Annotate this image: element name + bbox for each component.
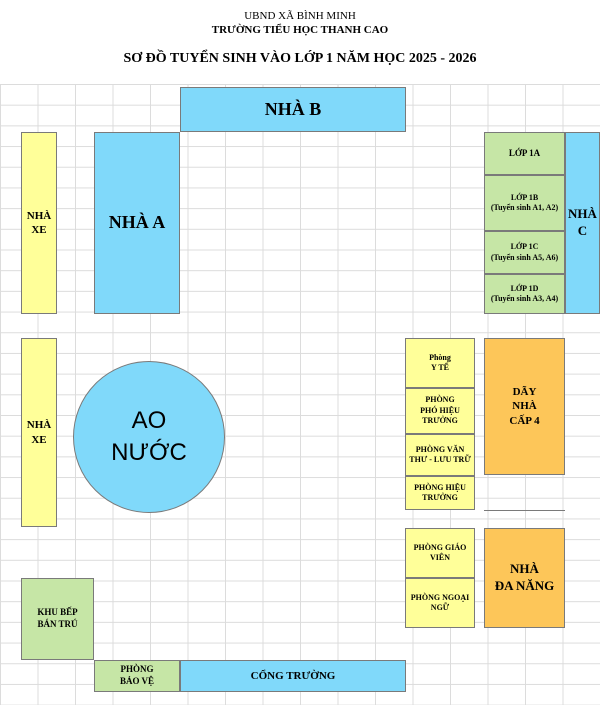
room-van-thu-label: PHÒNG VĂN THƯ - LƯU TRỮ	[409, 444, 471, 464]
room-ngoai-ngu: PHÒNG NGOẠI NGỮ	[405, 578, 475, 628]
classroom-lop-1d: LỚP 1D (Tuyển sinh A3, A4)	[484, 274, 565, 314]
building-nha-b-label: NHÀ B	[264, 98, 322, 119]
divider-line	[484, 510, 565, 511]
room-bao-ve-label: PHÒNG BẢO VỆ	[119, 664, 155, 686]
building-nha-xe-1: NHÀ XE	[21, 132, 57, 314]
pond-ao-nuoc: AO NƯỚC	[73, 361, 225, 513]
room-pho-hieu-truong: PHÒNG PHÓ HIỆU TRƯỞNG	[405, 388, 475, 434]
room-bao-ve: PHÒNG BẢO VỆ	[94, 660, 180, 692]
classroom-lop-1d-label: LỚP 1D (Tuyển sinh A3, A4)	[490, 283, 559, 303]
classroom-lop-1a: LỚP 1A	[484, 132, 565, 175]
building-day-nha-cap-4: DÃY NHÀ CẤP 4	[484, 338, 565, 475]
school-gate: CỔNG TRƯỜNG	[180, 660, 406, 692]
building-nha-b: NHÀ B	[180, 87, 406, 132]
building-nha-xe-1-label: NHÀ XE	[26, 209, 52, 236]
room-giao-vien: PHÒNG GIÁO VIÊN	[405, 528, 475, 578]
building-nha-c-label: NHÀ C	[568, 206, 597, 238]
building-nha-a-label: NHÀ A	[108, 212, 166, 233]
room-giao-vien-label: PHÒNG GIÁO VIÊN	[413, 542, 467, 562]
building-khu-bep-ban-tru-label: KHU BẾP BÁN TRÚ	[37, 607, 78, 629]
pond-ao-nuoc-label: AO NƯỚC	[111, 406, 187, 466]
page-title: SƠ ĐỒ TUYỂN SINH VÀO LỚP 1 NĂM HỌC 2025 …	[123, 51, 477, 66]
school-gate-label: CỔNG TRƯỜNG	[250, 669, 336, 682]
header-line-1: UBND XÃ BÌNH MINH	[244, 10, 356, 22]
room-hieu-truong-label: PHÒNG HIỆU TRƯỞNG	[414, 482, 466, 502]
building-nha-a: NHÀ A	[94, 132, 180, 314]
classroom-lop-1c-label: LỚP 1C (Tuyển sinh A5, A6)	[490, 242, 559, 262]
building-nha-da-nang: NHÀ ĐA NĂNG	[484, 528, 565, 628]
building-nha-da-nang-label: NHÀ ĐA NĂNG	[494, 561, 555, 593]
building-day-nha-cap-4-label: DÃY NHÀ CẤP 4	[509, 386, 540, 427]
room-pho-hieu-truong-label: PHÒNG PHÓ HIỆU TRƯỞNG	[420, 395, 460, 426]
building-nha-c: NHÀ C	[565, 132, 600, 314]
classroom-lop-1c: LỚP 1C (Tuyển sinh A5, A6)	[484, 231, 565, 274]
room-y-te: Phòng Y TẾ	[405, 338, 475, 388]
building-khu-bep-ban-tru: KHU BẾP BÁN TRÚ	[21, 578, 94, 660]
building-nha-xe-2-label: NHÀ XE	[26, 419, 52, 446]
room-hieu-truong: PHÒNG HIỆU TRƯỞNG	[405, 476, 475, 510]
classroom-lop-1b-label: LỚP 1B (Tuyển sinh A1, A2)	[490, 192, 559, 212]
room-van-thu: PHÒNG VĂN THƯ - LƯU TRỮ	[405, 434, 475, 476]
classroom-lop-1b: LỚP 1B (Tuyển sinh A1, A2)	[484, 175, 565, 231]
room-y-te-label: Phòng Y TẾ	[429, 352, 451, 372]
room-ngoai-ngu-label: PHÒNG NGOẠI NGỮ	[410, 592, 470, 612]
header-line-2: TRƯỜNG TIỂU HỌC THANH CAO	[211, 24, 389, 36]
classroom-lop-1a-label: LỚP 1A	[508, 147, 541, 158]
building-nha-xe-2: NHÀ XE	[21, 338, 57, 527]
